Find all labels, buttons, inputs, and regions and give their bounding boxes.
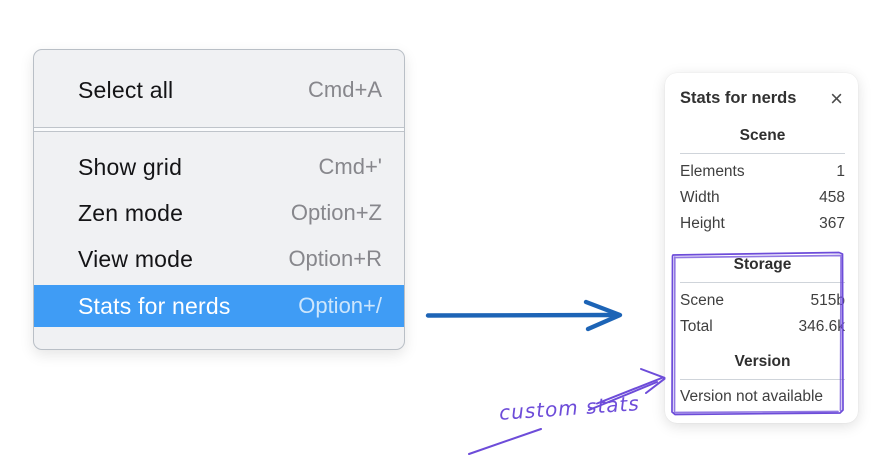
version-note: Version not available [680, 388, 824, 405]
stat-value: 515b [810, 292, 845, 309]
stat-value: 1 [836, 163, 845, 180]
menu-item-label: Stats for nerds [78, 292, 231, 319]
menu-section-primary: Select all Cmd+A [34, 50, 404, 127]
menu-item-zen-mode[interactable]: Zen mode Option+Z [34, 190, 404, 236]
custom-stats-annotation: custom stats [498, 391, 641, 425]
stats-panel: Stats for nerds × Scene Elements 1 Width… [665, 73, 858, 423]
menu-item-label: Select all [78, 76, 174, 103]
stat-row-scene: Scene 515b [680, 288, 845, 314]
stats-section-scene: Scene Elements 1 Width 458 Height 367 [680, 127, 845, 237]
menu-divider [34, 127, 404, 132]
close-button[interactable]: × [828, 87, 845, 109]
stats-panel-header: Stats for nerds × [680, 87, 845, 109]
stats-panel-title: Stats for nerds [680, 89, 797, 107]
stat-row-width: Width 458 [680, 185, 845, 211]
section-divider [680, 282, 845, 283]
stat-row-elements: Elements 1 [680, 159, 845, 185]
flow-arrow [425, 299, 623, 332]
stat-label: Scene [680, 292, 724, 309]
section-heading: Version [734, 353, 791, 370]
section-heading: Storage [733, 256, 792, 273]
section-heading: Scene [739, 127, 786, 144]
stat-label: Height [680, 215, 725, 232]
menu-item-view-mode[interactable]: View mode Option+R [34, 236, 404, 282]
menu-item-shortcut: Cmd+' [318, 154, 383, 179]
stat-value: 458 [819, 189, 845, 206]
stats-section-version: Version Version not available [680, 353, 845, 409]
stat-label: Elements [680, 163, 745, 180]
menu-item-label: View mode [78, 245, 194, 272]
section-divider [680, 379, 845, 380]
stat-label: Total [680, 318, 713, 335]
menu-item-label: Show grid [78, 153, 183, 180]
stat-row-total: Total 346.6k [680, 314, 845, 340]
section-divider [680, 153, 845, 154]
menu-section-secondary: Show grid Cmd+' Zen mode Option+Z View m… [34, 132, 404, 349]
menu-item-shortcut: Option+/ [298, 293, 382, 318]
menu-item-label: Zen mode [78, 199, 184, 226]
menu-item-show-grid[interactable]: Show grid Cmd+' [34, 144, 404, 190]
stat-value: 346.6k [798, 318, 845, 335]
stat-label: Width [680, 189, 720, 206]
close-icon: × [830, 85, 843, 111]
context-menu: Select all Cmd+A Show grid Cmd+' Zen mod… [33, 49, 405, 350]
menu-item-select-all[interactable]: Select all Cmd+A [34, 64, 404, 116]
stats-section-storage: Storage Scene 515b Total 346.6k [680, 256, 845, 340]
stat-row-height: Height 367 [680, 211, 845, 237]
menu-item-shortcut: Cmd+A [308, 77, 382, 102]
stat-value: 367 [819, 215, 845, 232]
menu-item-shortcut: Option+R [288, 246, 382, 271]
menu-item-stats-for-nerds[interactable]: Stats for nerds Option+/ [34, 285, 404, 327]
menu-item-shortcut: Option+Z [290, 200, 382, 225]
